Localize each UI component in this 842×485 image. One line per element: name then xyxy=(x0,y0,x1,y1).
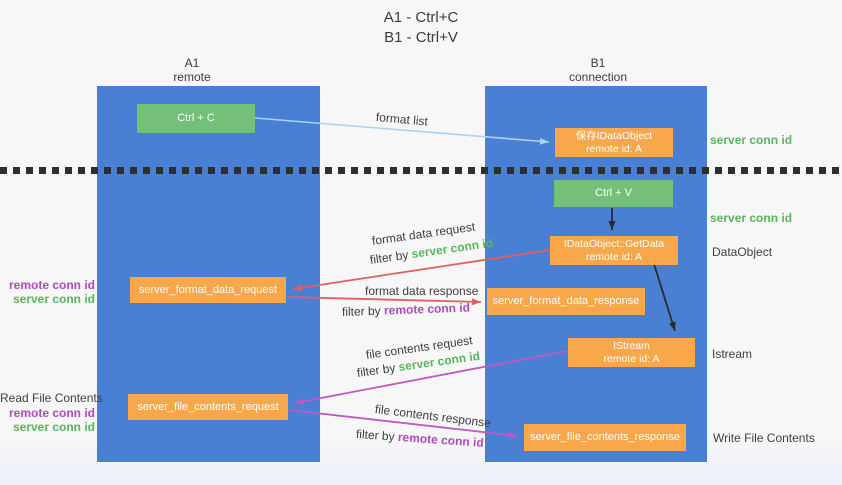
annotation-conn-ids-left-1: remote conn id server conn id xyxy=(0,278,95,306)
node-server-file-contents-response: server_file_contents_response xyxy=(524,424,686,451)
arrow-format-data-response xyxy=(286,296,482,306)
lane-header-b1: B1 connection xyxy=(528,56,668,84)
annotation-server-conn-id-left-1: server conn id xyxy=(12,292,95,306)
label-format-data-response: format data response xyxy=(365,284,479,298)
node-getdata-line1: IDataObject::GetData xyxy=(563,237,665,250)
node-getdata-line2: remote id: A xyxy=(585,250,643,263)
annotation-dataobject: DataObject xyxy=(712,245,773,259)
annotation-remote-conn-id-1: remote conn id xyxy=(8,278,95,292)
lane-b1-subtitle: connection xyxy=(568,70,628,84)
annotation-server-conn-id-left-2: server conn id xyxy=(12,420,95,434)
node-server-file-contents-request-label: server_file_contents_request xyxy=(137,400,279,413)
title-line-2: B1 - Ctrl+V xyxy=(384,29,458,46)
lane-a1-title: A1 xyxy=(184,56,200,70)
arrow-format-list xyxy=(254,117,550,145)
arrow-file-contents-request xyxy=(294,350,568,405)
node-save-idataobject-line1: 保存IDataObject xyxy=(575,129,653,142)
node-idataobject-getdata: IDataObject::GetData remote id: A xyxy=(550,236,678,265)
node-server-format-data-request-label: server_format_data_request xyxy=(138,283,278,296)
node-ctrl-v: Ctrl + V xyxy=(554,180,673,207)
annotation-server-conn-id-right-2: server conn id xyxy=(710,211,793,225)
node-server-format-data-response: server_format_data_response xyxy=(487,288,645,315)
node-istream-line2: remote id: A xyxy=(603,352,660,365)
annotation-read-file-contents: Read File Contents xyxy=(0,391,103,405)
node-istream: IStream remote id: A xyxy=(568,338,695,367)
annotation-write-file-contents: Write File Contents xyxy=(713,431,815,445)
annotation-istream: Istream xyxy=(712,347,753,361)
node-save-idataobject-line2: remote id: A xyxy=(585,142,643,155)
node-server-format-data-response-label: server_format_data_response xyxy=(492,295,640,307)
arrow-format-data-request xyxy=(292,249,551,292)
node-server-file-contents-response-label: server_file_contents_response xyxy=(530,431,680,443)
node-ctrl-v-label: Ctrl + V xyxy=(595,187,632,199)
dotted-separator xyxy=(0,167,842,174)
lane-b1-title: B1 xyxy=(590,56,606,70)
node-server-file-contents-request: server_file_contents_request xyxy=(128,394,288,420)
filter-prefix-4: filter by xyxy=(355,427,399,444)
arrow-getdata-to-istream xyxy=(653,263,676,332)
lane-a1-subtitle: remote xyxy=(173,70,211,84)
annotation-conn-ids-left-2: remote conn id server conn id xyxy=(0,406,95,434)
arrow-file-contents-response xyxy=(288,409,519,439)
node-save-idataobject: 保存IDataObject remote id: A xyxy=(555,128,673,157)
lane-header-a1: A1 remote xyxy=(122,56,262,84)
node-ctrl-c-label: Ctrl + C xyxy=(177,112,215,124)
diagram-title: A1 - Ctrl+C B1 - Ctrl+V xyxy=(0,8,842,48)
annotation-server-conn-id-right-1: server conn id xyxy=(710,133,793,147)
node-server-format-data-request: server_format_data_request xyxy=(130,277,286,303)
filter-prefix-2: filter by xyxy=(341,303,385,319)
title-line-1: A1 - Ctrl+C xyxy=(383,9,459,26)
node-ctrl-c: Ctrl + C xyxy=(137,104,255,133)
filter-value-2: remote conn id xyxy=(383,300,471,318)
node-istream-line1: IStream xyxy=(613,339,650,352)
annotation-remote-conn-id-2: remote conn id xyxy=(8,406,95,420)
